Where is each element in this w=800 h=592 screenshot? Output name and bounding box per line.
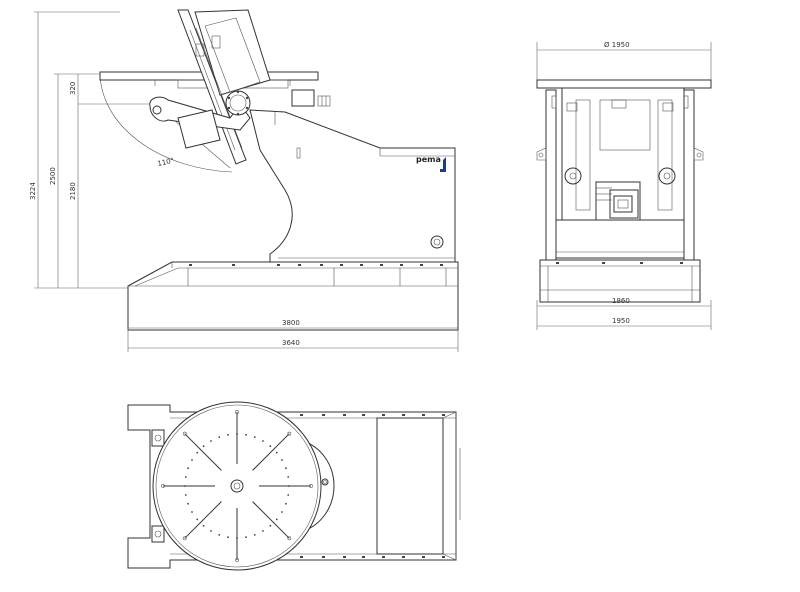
side-pivot	[149, 90, 251, 149]
table-t-slot	[184, 433, 222, 471]
frame-bolt	[382, 556, 385, 558]
frame-bolt	[343, 414, 346, 416]
tilt-angle-label: 110°	[157, 157, 175, 168]
table-t-slot	[252, 433, 290, 471]
table-hole	[281, 459, 283, 461]
top-rotary-table	[152, 401, 322, 571]
table-hole	[196, 451, 199, 454]
dim-height-table: 2500	[49, 167, 57, 185]
frame-bolt	[343, 556, 346, 558]
table-hole	[275, 518, 278, 521]
table-t-slot	[184, 501, 222, 539]
table-slot-end	[309, 484, 313, 488]
table-hole	[196, 518, 199, 521]
table-hole	[210, 530, 212, 532]
frame-bolt	[442, 414, 445, 416]
top-bolt-rows	[300, 414, 445, 558]
dim-inner-width: 1860	[612, 297, 630, 305]
table-hole	[269, 445, 272, 448]
table-hole	[262, 530, 264, 532]
side-dimensions-horizontal: 3800 3640	[127, 319, 459, 352]
table-hole	[269, 524, 272, 527]
side-base-bolts	[189, 264, 443, 266]
table-hole	[187, 502, 190, 505]
side-view: pema 110°	[29, 9, 459, 352]
frame-bolt	[402, 556, 405, 558]
table-hole	[227, 433, 229, 436]
table-slot-end	[182, 536, 187, 541]
end-table-plate	[536, 79, 712, 89]
end-view: Ø 1950	[536, 41, 712, 330]
dim-table-diameter: Ø 1950	[604, 41, 630, 49]
table-hole	[184, 494, 187, 496]
table-hole	[245, 433, 247, 436]
table-slot-end	[235, 558, 239, 562]
side-housing	[249, 109, 456, 263]
table-hole	[287, 476, 290, 478]
table-hole	[202, 524, 205, 527]
table-hole	[210, 440, 212, 442]
table-t-slots	[161, 410, 313, 562]
side-dimensions-vertical: 3224 2500 2180 320	[29, 11, 150, 289]
frame-bolt	[422, 556, 425, 558]
end-lower-housing	[555, 219, 685, 259]
frame-bolt	[322, 556, 325, 558]
table-hole	[287, 494, 290, 496]
table-hole	[191, 459, 193, 461]
table-hole	[202, 445, 205, 448]
end-dims-bottom: 1860 1950	[536, 297, 712, 330]
frame-bolt	[322, 414, 325, 416]
frame-bolt	[362, 414, 365, 416]
logo-text: pema	[416, 155, 441, 164]
top-side-clamps	[151, 429, 165, 543]
table-hole	[218, 534, 221, 536]
table-hole	[191, 511, 193, 513]
table-hole	[187, 467, 190, 470]
top-view	[127, 401, 461, 571]
dim-height-axis: 2180	[69, 182, 77, 200]
frame-bolt	[300, 414, 303, 416]
table-hole	[285, 467, 287, 470]
table-hole	[253, 534, 256, 536]
table-hole-ring	[184, 433, 290, 539]
frame-bolt	[300, 556, 303, 558]
table-hole	[218, 436, 221, 438]
dim-height-total: 3224	[29, 182, 37, 200]
dim-base-length: 3800	[282, 319, 300, 327]
table-hole	[253, 436, 256, 438]
table-hole	[275, 451, 278, 454]
end-dim-diameter: Ø 1950	[536, 41, 712, 80]
end-motor	[595, 181, 641, 221]
table-center	[230, 479, 244, 493]
frame-bolt	[382, 414, 385, 416]
dim-overall-length: 3640	[282, 339, 300, 347]
logo-mark	[440, 157, 446, 172]
table-slot-end	[287, 536, 292, 541]
dim-overall-width: 1950	[612, 317, 630, 325]
side-base-frame	[127, 261, 459, 331]
frame-bolt	[362, 556, 365, 558]
table-hole	[227, 536, 229, 539]
table-t-slot	[252, 501, 290, 539]
frame-bolt	[402, 414, 405, 416]
end-base	[539, 259, 701, 303]
table-slot-end	[161, 484, 165, 488]
table-slot-end	[235, 410, 239, 414]
brand-logo: pema	[416, 155, 446, 172]
frame-bolt	[422, 414, 425, 416]
table-slot-end	[287, 431, 292, 436]
table-hole	[281, 511, 283, 513]
table-hole	[184, 476, 187, 478]
frame-bolt	[442, 556, 445, 558]
dim-table-thickness: 320	[69, 82, 77, 95]
table-hole	[245, 536, 247, 539]
table-hole	[285, 502, 287, 505]
table-hole	[262, 440, 264, 442]
table-slot-end	[182, 431, 187, 436]
